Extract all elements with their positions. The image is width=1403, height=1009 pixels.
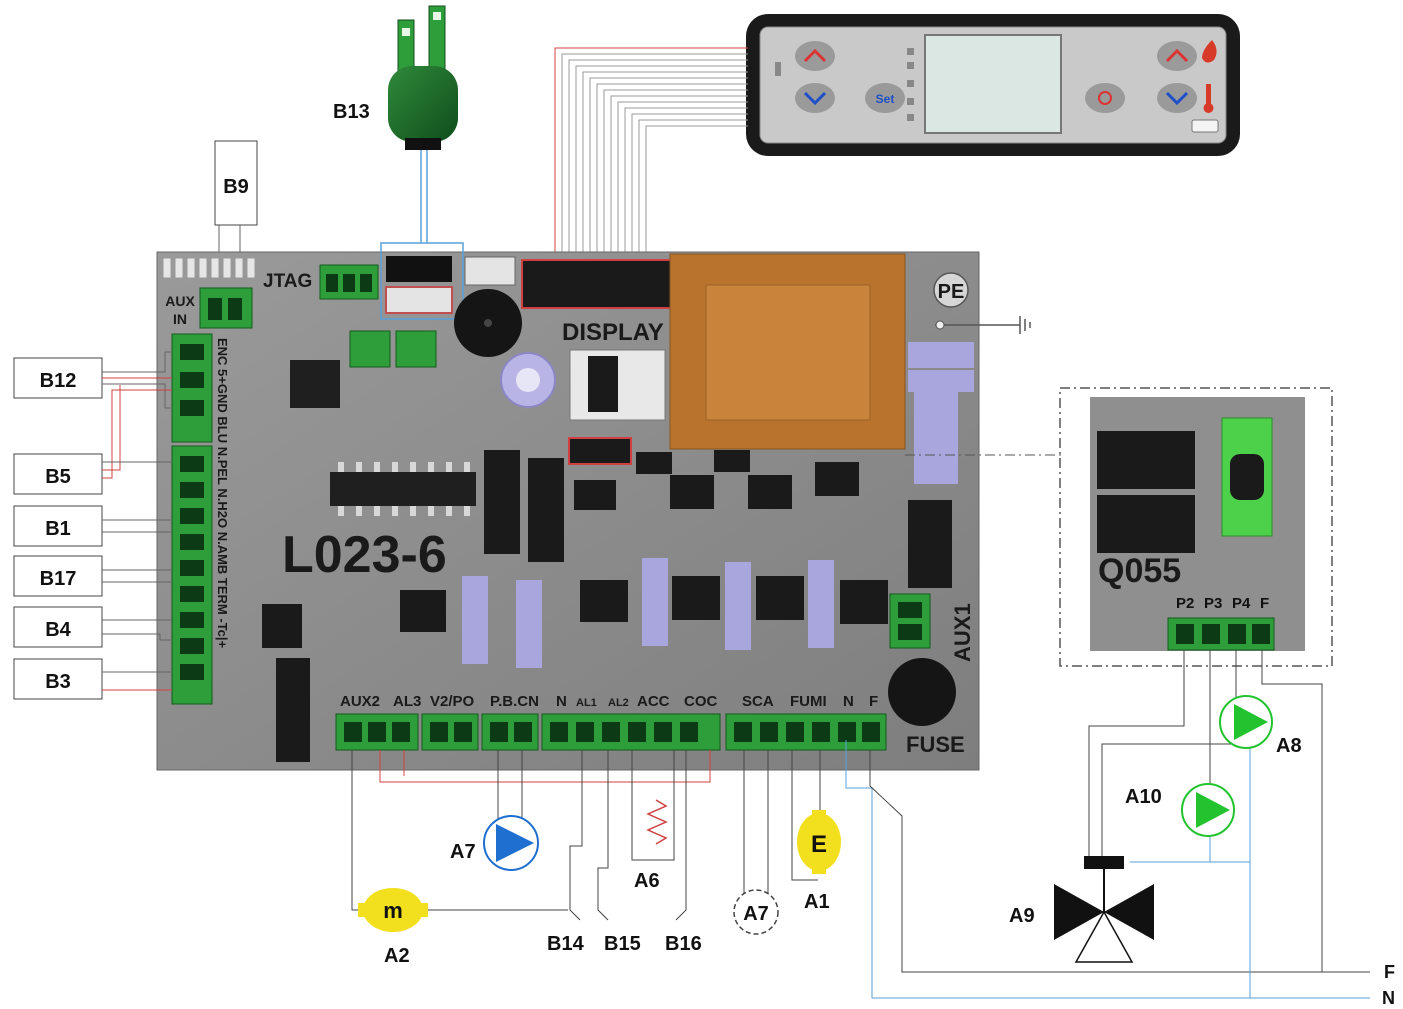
terminal-label-acc: ACC [637,693,670,710]
fuse-label: FUSE [906,732,965,757]
b1-box: B1 [13,505,103,547]
bottom-wiring [351,740,1370,999]
b13-sensor: B13 [333,5,458,243]
fuse [888,658,956,726]
b17-box: B17 [13,555,103,597]
a8-pump [1219,695,1273,749]
terminal-label-sca: SCA [742,693,774,710]
aux-in-connector [199,287,253,329]
a10-label: A10 [1125,786,1162,808]
b3-label: B3 [45,671,71,693]
terminal-label-n1: N [556,693,567,710]
q055-terminal-f: F [1260,595,1269,612]
set-button[interactable]: Set [865,83,905,113]
q055-wiring [1088,650,1323,998]
q055-label: Q055 [1098,552,1181,590]
jtag-label: JTAG [263,271,312,292]
dip-ic [330,472,476,506]
terminal-label-aux2: AUX2 [340,693,380,710]
a1-motor: E [797,810,841,874]
q055-terminal-p2: P2 [1176,595,1194,612]
terminal-label-v2po: V2/PO [430,693,475,710]
aux-in-label-2: IN [173,311,187,327]
a7-pump [483,815,539,871]
flame-icon [1202,40,1217,63]
b12-box: B12 [13,357,103,399]
terminal-label-al3: AL3 [393,693,421,710]
down-arrow-button-right[interactable] [1157,83,1197,113]
a7-probe: A7 [733,889,779,935]
a9-label: A9 [1009,905,1035,927]
supply-n-label: N [1382,988,1395,1008]
a2-label: A2 [384,945,410,967]
left-terminal-strip: ENC 5+GND BLU N.PEL N.H2O N.AMB TERM -Tc… [171,333,230,705]
display-ribbon-cable [554,47,748,282]
supply-f-label: F [1384,962,1395,982]
down-arrow-button-left[interactable] [795,83,835,113]
display-label: DISPLAY [562,319,664,346]
a1-symbol: E [811,831,827,858]
a6-heater-symbol [646,799,668,845]
a7-pump-label: A7 [450,841,476,863]
display-indicator-icons [775,48,914,121]
aux-in-label-1: AUX [165,293,195,309]
a7-probe-label: A7 [743,903,769,925]
terminal-label-fumi: FUMI [790,693,827,710]
microcontroller-chip [290,360,340,408]
q055-terminal-p4: P4 [1232,595,1251,612]
b4-label: B4 [45,619,71,641]
b17-label: B17 [40,568,77,590]
b4-box: B4 [13,606,103,648]
left-sensor-boxes: B12 B5 B1 B17 B4 B3 [13,351,172,700]
b5-label: B5 [45,466,71,488]
thermometer-icon [1203,84,1214,113]
b13-label: B13 [333,101,370,123]
power-button[interactable] [1085,83,1125,113]
b9-label: B9 [223,176,249,198]
terminal-label-pbcn: P.B.CN [490,693,539,710]
aux1-label: AUX1 [950,603,975,662]
b3-box: B3 [13,658,103,700]
up-arrow-button-left[interactable] [795,41,835,71]
b12-label: B12 [40,370,77,392]
up-arrow-button-right[interactable] [1157,41,1197,71]
q055-terminal-p3: P3 [1204,595,1222,612]
terminal-label-coc: COC [684,693,718,710]
a2-motor: m [358,888,428,932]
jtag-connector [319,264,379,300]
bottom-terminal-strip: AUX2 AL3 V2/PO P.B.CN N AL1 AL2 ACC COC … [335,693,887,751]
terminal-label-f: F [869,693,878,710]
pcb-board: AUX IN JTAG DISPLAY [156,242,1031,771]
transformer [669,253,906,450]
a2-symbol: m [383,898,403,923]
a1-label: A1 [804,891,830,913]
q055-module: Q055 P2 P3 P4 F [905,387,1333,667]
b15-label: B15 [604,933,641,955]
terminal-label-al1: AL1 [576,697,597,709]
b14-label: B14 [547,933,585,955]
set-button-label: Set [876,92,895,106]
terminal-label-al2: AL2 [608,697,629,709]
b5-box: B5 [13,453,103,495]
a6-label: A6 [634,870,660,892]
board-name: L023-6 [282,526,447,584]
a8-label: A8 [1276,735,1302,757]
b1-label: B1 [45,518,71,540]
a10-pump [1181,783,1235,837]
b16-label: B16 [665,933,702,955]
pe-label: PE [938,281,965,303]
left-terminal-labels: ENC 5+GND BLU N.PEL N.H2O N.AMB TERM -Tc… [215,338,230,649]
a9-valve [1054,856,1154,963]
display-panel: Set [746,14,1240,156]
terminal-label-n2: N [843,693,854,710]
pin-header [162,257,256,279]
